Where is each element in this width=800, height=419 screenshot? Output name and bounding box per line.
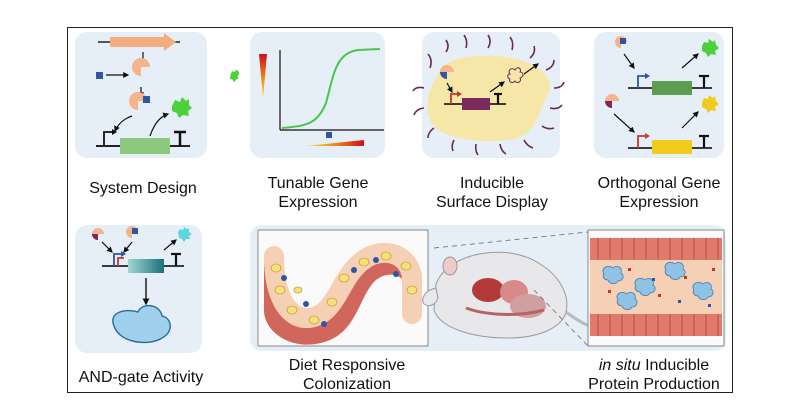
gut-section-right (587, 229, 725, 347)
gut-section-left (257, 229, 429, 347)
yeast-cell-icon (112, 305, 171, 344)
sensor-protein-icon (132, 58, 150, 76)
label-and-gate: AND-gate Activity (78, 369, 204, 386)
tunable-expression-chart (229, 48, 384, 146)
gfp-icon (172, 97, 192, 118)
gene-box-icon (120, 138, 170, 154)
system-design-diagram (96, 33, 192, 154)
tunable-expression-panel (250, 32, 385, 158)
mouse-illustration (422, 231, 625, 347)
surface-display-diagram (412, 34, 565, 156)
figure-artwork (92, 33, 725, 347)
and-gate-diagram (92, 226, 192, 344)
label-system-design: System Design (89, 180, 197, 197)
orthogonal-expression-diagram (605, 36, 719, 154)
gene-arrow-icon (110, 33, 176, 51)
inducer-icon (96, 72, 103, 79)
